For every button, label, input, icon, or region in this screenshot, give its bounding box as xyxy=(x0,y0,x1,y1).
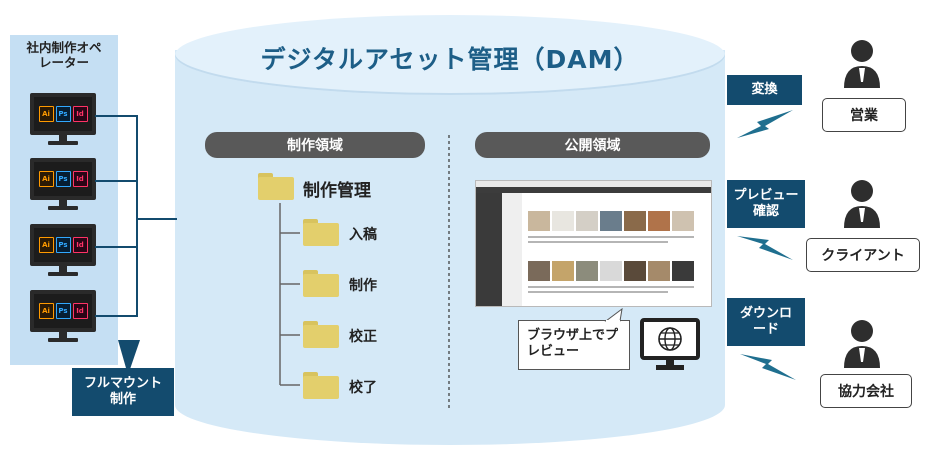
monitor-screen: Ai Ps Id xyxy=(30,158,96,200)
convert-action: 変換 xyxy=(727,75,802,105)
asset-thumbnail xyxy=(600,211,622,231)
root-folder-label: 制作管理 xyxy=(303,181,371,201)
asset-thumbnail xyxy=(552,211,574,231)
operator-title: 社内制作オペレーター xyxy=(10,40,118,70)
full-mount-production-text: フルマウント制作 xyxy=(83,376,162,407)
monitor-screen: Ai Ps Id xyxy=(30,224,96,266)
indesign-icon: Id xyxy=(72,237,88,253)
workstation-monitor: Ai Ps Id xyxy=(30,93,102,145)
lightning-bolt-icon xyxy=(737,236,793,260)
dam-cylinder-top xyxy=(175,15,725,95)
indesign-icon: Id xyxy=(72,106,88,122)
caption-line xyxy=(528,291,668,293)
asset-thumbnail xyxy=(552,261,574,281)
lightning-bolt-icon xyxy=(740,354,796,380)
sub-folder-label: 校了 xyxy=(349,380,377,396)
photoshop-icon: Ps xyxy=(55,237,71,253)
download-action: ダウンロード xyxy=(727,298,805,346)
asset-thumbnail xyxy=(648,211,670,231)
dam-title: デジタルアセット管理（DAM） xyxy=(260,45,640,74)
person-icon xyxy=(844,320,880,368)
caption-line xyxy=(528,241,668,243)
folder-icon xyxy=(303,219,339,246)
browser-preview-note: ブラウザ上でプレビュー xyxy=(518,320,630,370)
illustrator-icon: Ai xyxy=(38,303,54,319)
browser-sidebar xyxy=(476,193,502,306)
folder-icon xyxy=(258,173,294,200)
browser-filter-panel xyxy=(502,193,522,306)
browser-preview-note-text: ブラウザ上でプレビュー xyxy=(527,328,619,359)
download-text: ダウンロード xyxy=(739,306,792,337)
monitor-screen: Ai Ps Id xyxy=(30,290,96,332)
partner-role-label: 協力会社 xyxy=(820,374,912,408)
indesign-icon: Id xyxy=(72,171,88,187)
caption-line xyxy=(528,286,694,288)
asset-thumbnail xyxy=(528,211,550,231)
illustrator-icon: Ai xyxy=(38,237,54,253)
asset-thumbnail xyxy=(624,211,646,231)
illustrator-icon: Ai xyxy=(38,106,54,122)
browser-nav-bar xyxy=(476,187,711,193)
asset-thumbnail xyxy=(576,261,598,281)
folder-icon xyxy=(303,270,339,297)
production-area-label: 制作領域 xyxy=(205,132,425,158)
folder-icon xyxy=(303,321,339,348)
illustrator-icon: Ai xyxy=(38,171,54,187)
monitor-screen: Ai Ps Id xyxy=(30,93,96,135)
asset-thumbnail xyxy=(672,261,694,281)
asset-thumbnail xyxy=(672,211,694,231)
asset-thumbnail xyxy=(600,261,622,281)
caption-line xyxy=(528,236,694,238)
person-icon xyxy=(844,180,880,228)
browser-screenshot xyxy=(475,180,712,307)
workstation-monitor: Ai Ps Id xyxy=(30,224,102,276)
sales-role-label: 営業 xyxy=(822,98,906,132)
folder-icon xyxy=(303,372,339,399)
globe-monitor-icon xyxy=(640,318,700,370)
speech-pointer xyxy=(604,308,623,322)
full-mount-production-callout: フルマウント制作 xyxy=(72,368,174,416)
photoshop-icon: Ps xyxy=(55,171,71,187)
public-area-label: 公開領域 xyxy=(475,132,710,158)
sub-folder-label: 制作 xyxy=(349,278,377,294)
browser-header-bar xyxy=(476,181,711,187)
asset-thumbnail xyxy=(528,261,550,281)
person-icon xyxy=(844,40,880,88)
asset-thumbnail xyxy=(624,261,646,281)
workstation-monitor: Ai Ps Id xyxy=(30,290,102,342)
lightning-bolt-icon xyxy=(737,110,793,138)
photoshop-icon: Ps xyxy=(55,106,71,122)
client-role-label: クライアント xyxy=(806,238,920,272)
workstation-monitor: Ai Ps Id xyxy=(30,158,102,210)
sub-folder-label: 入稿 xyxy=(349,227,377,243)
preview-confirm-action: プレビュー確認 xyxy=(727,180,805,228)
asset-thumbnail xyxy=(648,261,670,281)
operator-title-text: 社内制作オペレーター xyxy=(26,40,102,70)
preview-confirm-text: プレビュー確認 xyxy=(733,188,799,219)
sub-folder-label: 校正 xyxy=(349,329,377,345)
asset-thumbnail xyxy=(576,211,598,231)
photoshop-icon: Ps xyxy=(55,303,71,319)
indesign-icon: Id xyxy=(72,303,88,319)
